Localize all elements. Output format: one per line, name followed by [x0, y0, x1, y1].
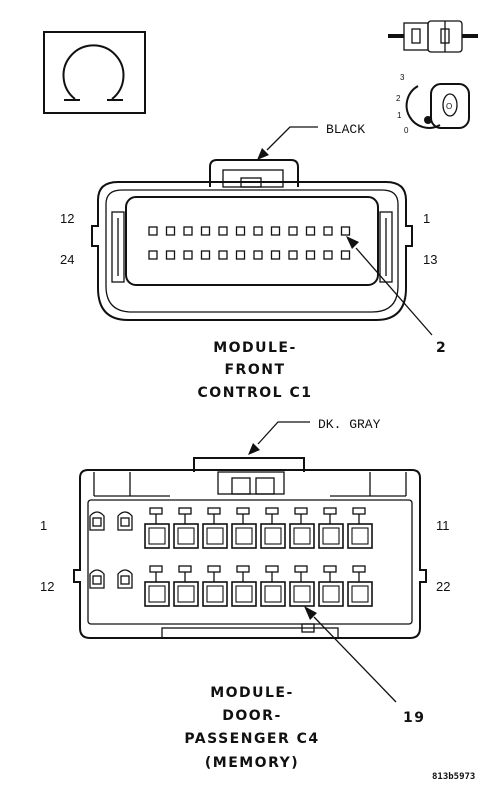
- pin-number-label: 12: [60, 211, 74, 226]
- pin-cavity: [340, 250, 351, 260]
- pin-cavity: [288, 250, 298, 260]
- pin-cavity: [305, 250, 316, 260]
- pin-cavity: [200, 226, 211, 236]
- pin-cavity: [117, 569, 133, 589]
- pin-cavity: [340, 226, 351, 236]
- callout-pin-number: 19: [403, 710, 425, 726]
- connector2-wire-callout: DK. GRAY: [248, 417, 381, 455]
- connector-title-line: (MEMORY): [205, 755, 299, 771]
- pin-cavity: [235, 250, 246, 260]
- connector-title-line: FRONT: [224, 362, 285, 378]
- pin-cavity: [218, 250, 228, 260]
- key-position-label: 0: [404, 126, 409, 135]
- pin-cavity: [148, 250, 158, 260]
- pin-cavity: [144, 565, 170, 607]
- pin-cavity: [289, 507, 315, 549]
- pin-cavity: [183, 250, 193, 260]
- pin-cavity: [148, 226, 158, 236]
- pin-cavity: [202, 507, 228, 549]
- pin-cavity: [235, 226, 246, 236]
- pin-cavity: [144, 507, 170, 549]
- pin-cavity: [173, 507, 199, 549]
- pin-cavity: [323, 226, 333, 236]
- pin-number-label: 1: [423, 211, 430, 226]
- pin-cavity: [173, 565, 199, 607]
- pin-number-label: 13: [423, 252, 437, 267]
- ohm-omega-icon: [62, 44, 125, 101]
- pin-number-label: 1: [40, 518, 47, 533]
- connector-title-line: CONTROL C1: [198, 385, 313, 401]
- pin-cavity: [117, 511, 133, 531]
- pin-cavity: [318, 565, 344, 607]
- pin-cavity: [270, 250, 281, 260]
- wire-color-label: DK. GRAY: [318, 417, 381, 432]
- connector1-wire-callout: BLACK: [257, 122, 365, 160]
- pin-cavity: [347, 507, 373, 549]
- connector1-body: [91, 159, 413, 321]
- pin-number-label: 12: [40, 579, 54, 594]
- figure-code: 813b5973: [432, 772, 475, 782]
- pin-cavity: [318, 507, 344, 549]
- pin-cavity: [218, 226, 228, 236]
- key-position-label: 2: [396, 94, 401, 103]
- pin-cavity: [253, 250, 263, 260]
- key-position-label: 1: [397, 111, 402, 120]
- pin-cavity: [305, 226, 316, 236]
- connector1-pin-labels: 12 24 1 13: [60, 211, 437, 267]
- pin-cavity: [270, 226, 281, 236]
- key-position-label: 3: [400, 73, 405, 82]
- pin-cavity: [253, 226, 263, 236]
- connector1-pin-cavities: [148, 226, 351, 260]
- pin-cavity: [89, 569, 105, 589]
- pin-cavity: [231, 565, 257, 607]
- pin-cavity: [289, 565, 315, 607]
- pin-cavity: [202, 565, 228, 607]
- connector-title-line: PASSENGER C4: [184, 731, 319, 747]
- pin-number-label: 22: [436, 579, 450, 594]
- pin-cavity: [89, 511, 105, 531]
- ohm-symbol-box: [43, 31, 146, 114]
- connector1-title: MODULE- FRONT CONTROL C1: [198, 340, 313, 401]
- connector-title-line: DOOR-: [222, 708, 282, 724]
- connector-plug-icon: [388, 20, 478, 53]
- pin-cavity: [347, 565, 373, 607]
- pin-cavity: [200, 250, 211, 260]
- connector2-callout: 19: [304, 606, 425, 726]
- pin-cavity: [260, 507, 286, 549]
- pin-cavity: [165, 250, 176, 260]
- connector2-title: MODULE- DOOR- PASSENGER C4 (MEMORY): [184, 685, 319, 771]
- pin-cavity: [260, 565, 286, 607]
- pin-cavity: [165, 226, 176, 236]
- key-cylinder-mark: O: [446, 102, 452, 111]
- pin-number-label: 11: [436, 518, 450, 533]
- ignition-key-switch-icon: 3 2 1 0 O: [396, 73, 470, 135]
- pin-cavity: [288, 226, 298, 236]
- wire-color-label: BLACK: [326, 122, 365, 137]
- connector2-pin-cavities: [89, 507, 373, 607]
- connector2-pin-labels: 1 12 11 22: [40, 518, 450, 594]
- callout-pin-number: 2: [436, 340, 447, 356]
- pin-number-label: 24: [60, 252, 74, 267]
- connector2-body: [73, 457, 427, 639]
- connector1-callout: 2: [346, 236, 447, 356]
- connector-title-line: MODULE-: [210, 685, 294, 701]
- connector-title-line: MODULE-: [213, 340, 297, 356]
- pin-cavity: [183, 226, 193, 236]
- pin-cavity: [231, 507, 257, 549]
- pin-cavity: [323, 250, 333, 260]
